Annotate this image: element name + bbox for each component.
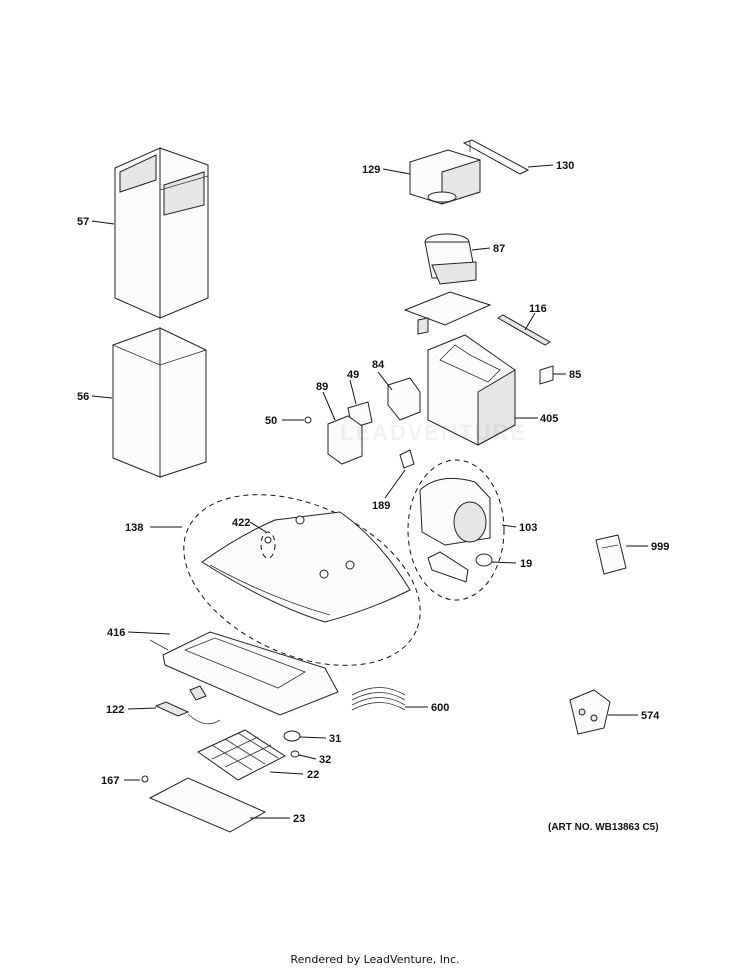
callout-19: 19 bbox=[520, 558, 532, 570]
callout-405: 405 bbox=[540, 413, 558, 425]
part-422-knob bbox=[260, 531, 276, 559]
part-416-panel bbox=[149, 631, 339, 716]
callout-89: 89 bbox=[316, 381, 328, 393]
part-116-bar bbox=[497, 314, 551, 346]
part-574-bracket bbox=[569, 689, 611, 735]
part-405-frame bbox=[427, 334, 516, 446]
callout-87: 87 bbox=[493, 243, 505, 255]
callout-22: 22 bbox=[307, 769, 319, 781]
part-87-collar bbox=[424, 233, 477, 285]
callout-122: 122 bbox=[106, 704, 124, 716]
callout-116: 116 bbox=[529, 303, 547, 315]
part-84-bracket bbox=[387, 377, 421, 421]
part-130-bracket bbox=[462, 139, 530, 175]
callout-85: 85 bbox=[569, 369, 581, 381]
callout-416: 416 bbox=[107, 627, 125, 639]
watermark: LEADVENTURE bbox=[340, 420, 528, 445]
callout-57: 57 bbox=[77, 216, 89, 228]
callout-422: 422 bbox=[232, 517, 250, 529]
part-999-manual bbox=[595, 534, 627, 575]
part-31-knob bbox=[283, 730, 301, 742]
part-57-upper-chimney bbox=[114, 147, 209, 319]
callout-84: 84 bbox=[372, 359, 385, 371]
callout-999: 999 bbox=[651, 541, 669, 553]
part-167-screw bbox=[141, 775, 149, 783]
part-plate bbox=[403, 291, 492, 335]
part-89-board bbox=[327, 415, 363, 465]
callout-103: 103 bbox=[519, 522, 537, 534]
part-knob-small bbox=[189, 685, 207, 701]
part-85-bracket bbox=[539, 365, 554, 385]
part-600-harness bbox=[351, 687, 406, 711]
callout-574: 574 bbox=[641, 710, 660, 722]
part-129-duct bbox=[409, 149, 481, 205]
callout-130: 130 bbox=[556, 160, 574, 172]
part-189-switch bbox=[399, 449, 415, 469]
art-number: (ART NO. WB13863 C5) bbox=[548, 822, 659, 833]
part-56-lower-chimney bbox=[111, 327, 208, 478]
callout-167: 167 bbox=[101, 775, 119, 787]
part-22-filter bbox=[197, 729, 286, 781]
part-19-cap bbox=[475, 553, 493, 567]
callout-50: 50 bbox=[265, 415, 277, 427]
callout-600: 600 bbox=[431, 702, 449, 714]
callout-138: 138 bbox=[125, 522, 143, 534]
part-103-blower bbox=[407, 459, 505, 601]
part-32-clip bbox=[290, 750, 300, 758]
part-122-light bbox=[154, 701, 221, 725]
callout-56: 56 bbox=[77, 391, 89, 403]
callout-129: 129 bbox=[362, 164, 380, 176]
callout-31: 31 bbox=[329, 733, 341, 745]
callout-23: 23 bbox=[293, 813, 305, 825]
part-23-panel bbox=[148, 777, 267, 833]
part-50-screw bbox=[304, 416, 312, 424]
footer-credit: Rendered by LeadVenture, Inc. bbox=[290, 953, 460, 966]
callout-32: 32 bbox=[319, 754, 331, 766]
callout-49: 49 bbox=[347, 369, 359, 381]
callout-189: 189 bbox=[372, 500, 390, 512]
leader-lines bbox=[91, 164, 648, 819]
